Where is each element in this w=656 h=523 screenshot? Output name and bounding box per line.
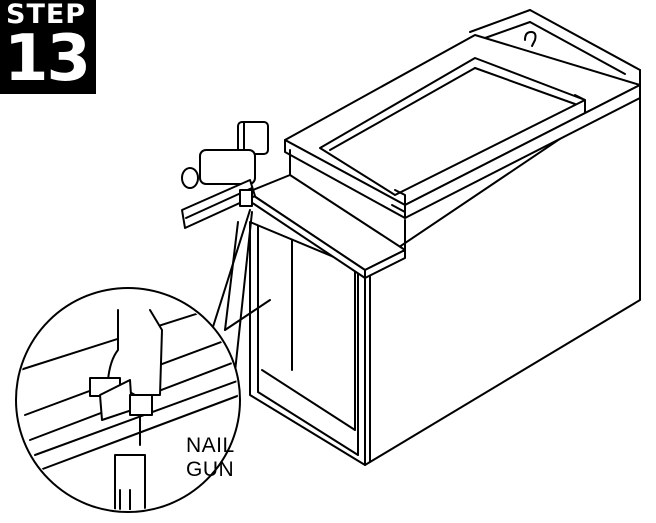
- callout-label-line2: GUN: [186, 458, 235, 481]
- step-badge: STEP 13: [0, 0, 96, 94]
- nail-gun-icon: [181, 121, 269, 229]
- step-number: 13: [4, 22, 91, 96]
- callout-label-line1: NAIL: [186, 434, 235, 457]
- cabinet-top-frame: [284, 9, 641, 219]
- step-label: STEP: [6, 0, 87, 30]
- detail-magnifier: [15, 287, 241, 513]
